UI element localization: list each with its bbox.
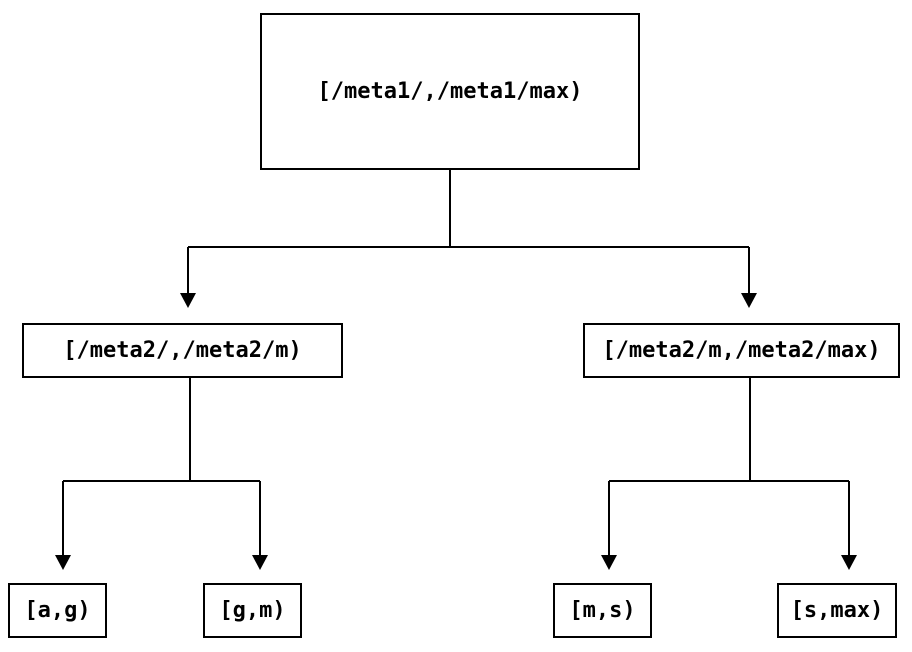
node-label: [s,max) [790, 598, 884, 623]
tree-node-root: [/meta1/,/meta1/max) [260, 13, 640, 170]
arrowhead-down-icon [601, 555, 617, 570]
edge-root-fork [187, 170, 750, 293]
edge-left-fork [62, 378, 261, 555]
node-label: [/meta2/m,/meta2/max) [602, 338, 881, 363]
tree-node-meta2-high: [/meta2/m,/meta2/max) [583, 323, 900, 378]
tree-node-leaf-gm: [g,m) [203, 583, 302, 638]
arrowhead-down-icon [55, 555, 71, 570]
tree-node-meta2-low: [/meta2/,/meta2/m) [22, 323, 343, 378]
arrowhead-down-icon [841, 555, 857, 570]
tree-node-leaf-smax: [s,max) [777, 583, 897, 638]
node-label: [g,m) [219, 598, 286, 623]
arrowhead-down-icon [180, 293, 196, 308]
node-label: [m,s) [569, 598, 636, 623]
node-label: [/meta2/,/meta2/m) [63, 338, 302, 363]
tree-node-leaf-ag: [a,g) [8, 583, 107, 638]
arrowhead-down-icon [741, 293, 757, 308]
node-label: [a,g) [24, 598, 91, 623]
tree-node-leaf-ms: [m,s) [553, 583, 652, 638]
edge-right-fork [608, 378, 850, 555]
node-label: [/meta1/,/meta1/max) [317, 79, 583, 104]
arrowhead-down-icon [252, 555, 268, 570]
